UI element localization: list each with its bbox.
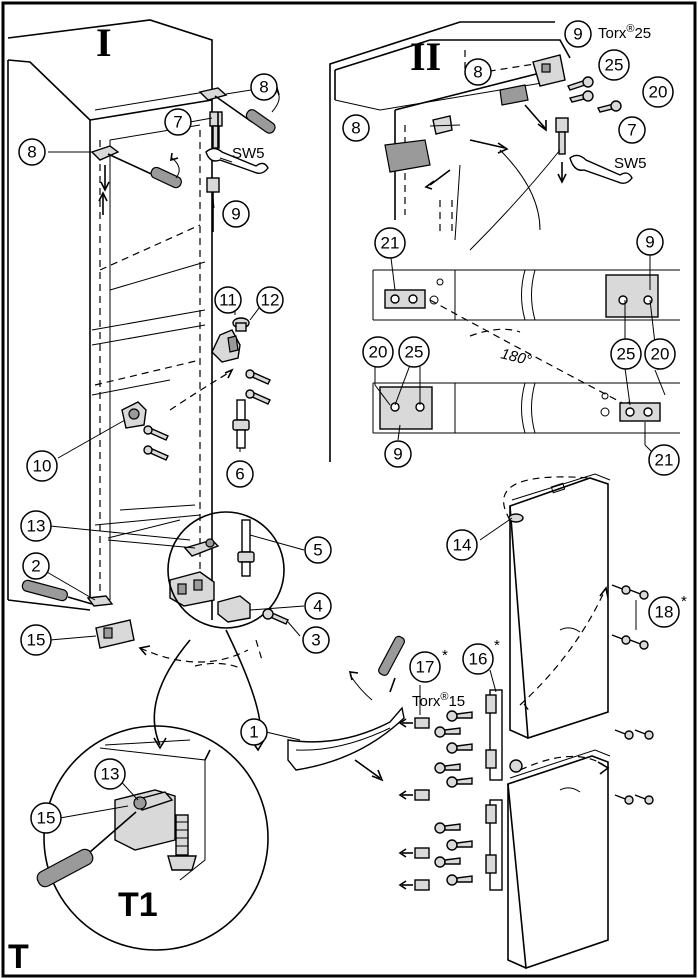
callout-25: 25 xyxy=(405,343,424,362)
top-left-hinge xyxy=(90,145,182,215)
callout-20: 20 xyxy=(651,345,670,364)
angle-label: 180° xyxy=(499,345,533,369)
wrench-icon-ii xyxy=(569,154,633,185)
detail-t1 xyxy=(36,725,269,951)
lower-left-screwdriver xyxy=(21,579,114,607)
callout-20: 20 xyxy=(369,343,388,362)
handle-profiles xyxy=(485,689,503,891)
callout-1: 1 xyxy=(249,723,258,742)
callout-8: 8 xyxy=(351,119,360,138)
callout-16: 16 xyxy=(469,650,488,669)
callout-8: 8 xyxy=(27,143,36,162)
callout-13: 13 xyxy=(27,517,46,536)
callout-21: 21 xyxy=(381,234,400,253)
wrench-icon xyxy=(205,147,269,175)
torx-screws-top xyxy=(567,76,622,113)
callout-20: 20 xyxy=(649,83,668,102)
detail-arrow xyxy=(153,639,191,746)
callout-9: 9 xyxy=(645,233,654,252)
lower-door xyxy=(507,749,611,970)
callout-8: 8 xyxy=(473,63,482,82)
callout-15: 15 xyxy=(27,631,46,650)
callout-2: 2 xyxy=(31,557,40,576)
torx-15-screws xyxy=(434,710,473,886)
callout-9: 9 xyxy=(573,25,582,44)
fridge-body xyxy=(7,19,213,620)
callout-10: 10 xyxy=(33,457,52,476)
callout-3: 3 xyxy=(311,631,320,650)
svg-text:Torx®25: Torx®25 xyxy=(598,23,651,42)
callout-9: 9 xyxy=(231,205,240,224)
spacer-part xyxy=(206,177,220,232)
wrench-size-label: SW5 xyxy=(614,155,647,172)
callout-6: 6 xyxy=(235,465,244,484)
callout-25: 25 xyxy=(617,345,636,364)
callout-8: 8 xyxy=(259,78,268,97)
door-handle xyxy=(287,635,405,782)
callout-9: 9 xyxy=(393,445,402,464)
callout-18: 18 xyxy=(655,603,674,622)
lower-hinge-bracket xyxy=(121,368,234,461)
callout-17: 17 xyxy=(416,658,435,677)
hinge-bolt-ii xyxy=(555,117,569,184)
top-right-hinge xyxy=(198,86,280,134)
rotation-arrow xyxy=(429,299,633,409)
bottom-detail-circle xyxy=(167,511,289,629)
callout-15: 15 xyxy=(37,809,56,828)
door-screws-right xyxy=(611,584,654,805)
wrench-size-label: SW5 xyxy=(232,145,265,162)
svg-text:Torx®15: Torx®15 xyxy=(412,691,465,710)
callout-5: 5 xyxy=(313,541,322,560)
asterisk-18: * xyxy=(681,593,687,610)
detail-heading-t1: T1 xyxy=(118,886,158,924)
lower-hinge-block xyxy=(95,571,215,649)
hinge-cover-left xyxy=(384,84,547,190)
hinge-strip-lower xyxy=(372,382,680,434)
asterisk-17: * xyxy=(442,647,448,664)
callout-25: 25 xyxy=(605,56,624,75)
hinge-strip-upper xyxy=(372,269,680,321)
callout-badges: 8 8 7 SW5 9 11 12 10 6 13 2 15 5 4 3 1 1… xyxy=(18,20,687,834)
panel-heading-i: I xyxy=(96,20,112,65)
end-caps-17 xyxy=(398,669,497,891)
hinge-plate-top xyxy=(532,54,566,87)
callout-12: 12 xyxy=(261,291,280,310)
middle-hinge xyxy=(211,299,266,363)
torx-25-label: Torx xyxy=(598,25,627,42)
upper-door xyxy=(503,473,611,740)
corner-label-t: T xyxy=(8,938,29,976)
top-cap-part xyxy=(479,513,524,541)
callout-7: 7 xyxy=(173,113,182,132)
callout-11: 11 xyxy=(219,291,237,310)
screw-pair xyxy=(245,369,271,405)
torx-15-label: Torx xyxy=(412,693,441,710)
callout-4: 4 xyxy=(313,597,322,616)
panel-heading-ii: II xyxy=(410,34,441,79)
callout-7: 7 xyxy=(627,121,636,140)
callout-14: 14 xyxy=(453,536,472,555)
asterisk-16: * xyxy=(494,637,500,654)
panel-divider xyxy=(329,21,555,462)
hinge-pin xyxy=(232,399,250,449)
callout-21: 21 xyxy=(655,451,674,470)
callout-13: 13 xyxy=(101,765,120,784)
leader-lines xyxy=(39,87,305,819)
